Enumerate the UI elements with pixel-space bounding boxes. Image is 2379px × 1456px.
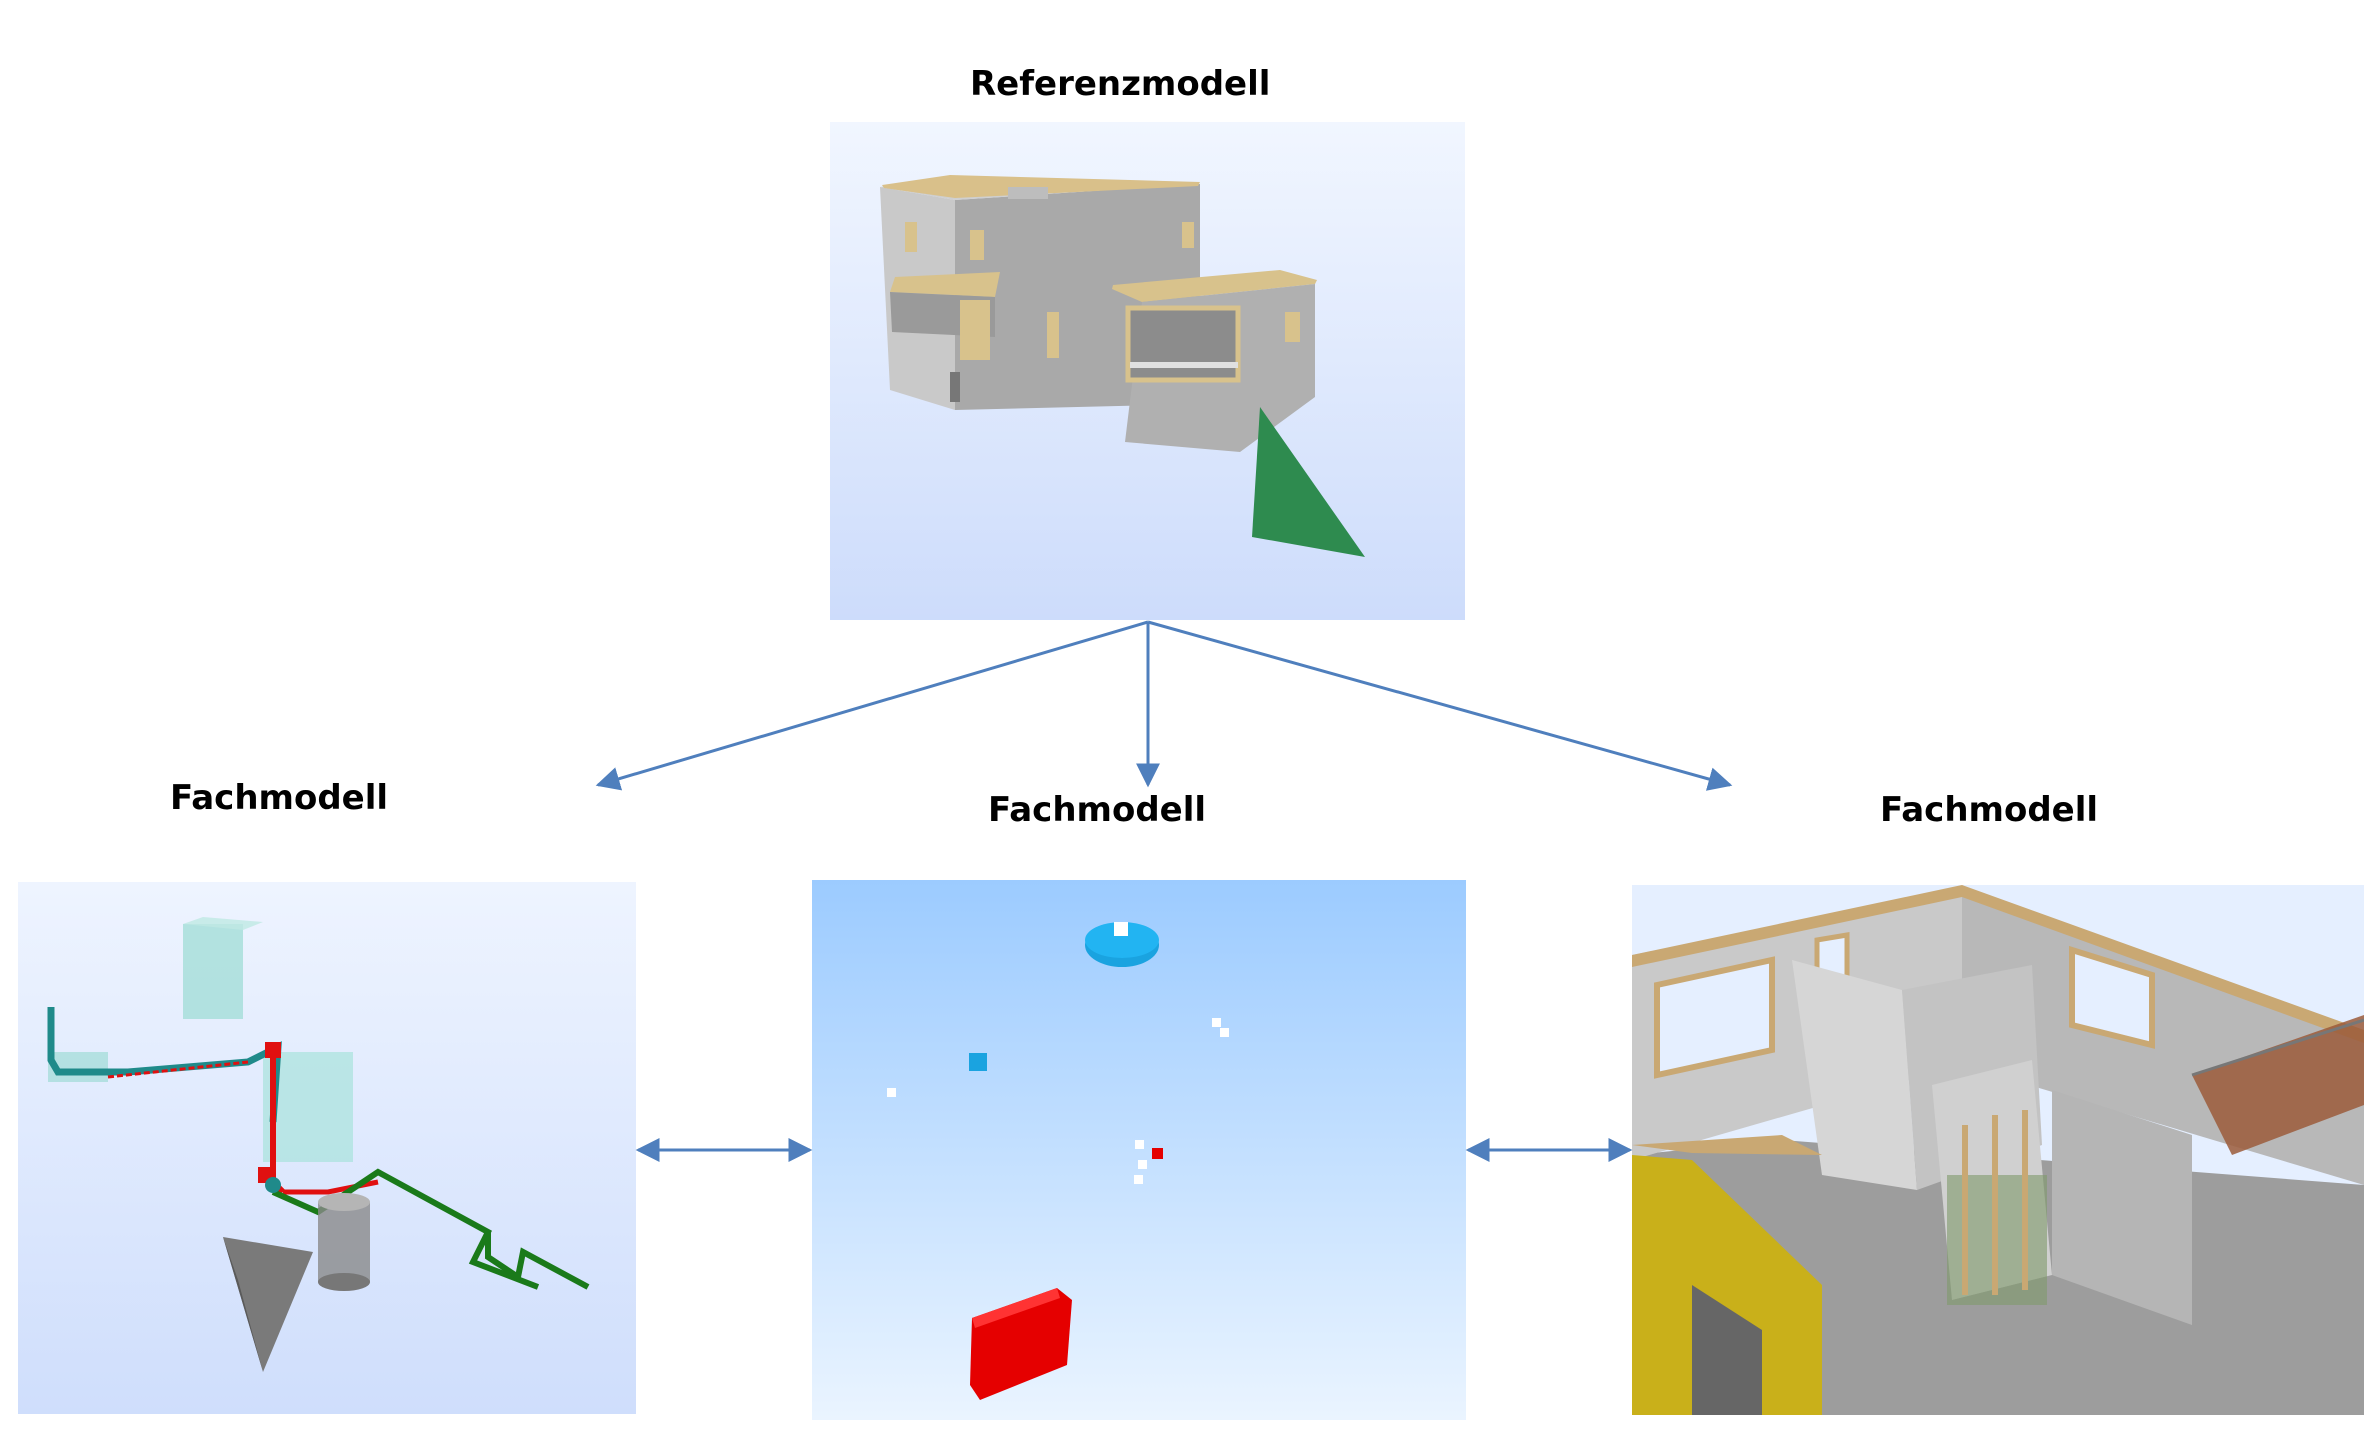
building-3d-illustration [830,122,1465,620]
plumbing-model-view [18,882,636,1414]
building-services-model-view [812,880,1466,1420]
plumbing-3d-illustration [18,882,636,1414]
discipline-model-title-left: Fachmodell [170,778,389,818]
discipline-model-title-right: Fachmodell [1880,790,2099,830]
arrow-reference-to-left [595,620,1149,791]
architecture-model-view [1632,885,2364,1415]
arrow-reference-to-right [1147,620,1733,791]
timber-frame-3d-illustration [1632,885,2364,1415]
reference-model-view [830,122,1465,620]
reference-model-title: Referenzmodell [970,64,1271,104]
elements-3d-illustration [812,880,1466,1420]
discipline-model-title-center: Fachmodell [988,790,1207,830]
